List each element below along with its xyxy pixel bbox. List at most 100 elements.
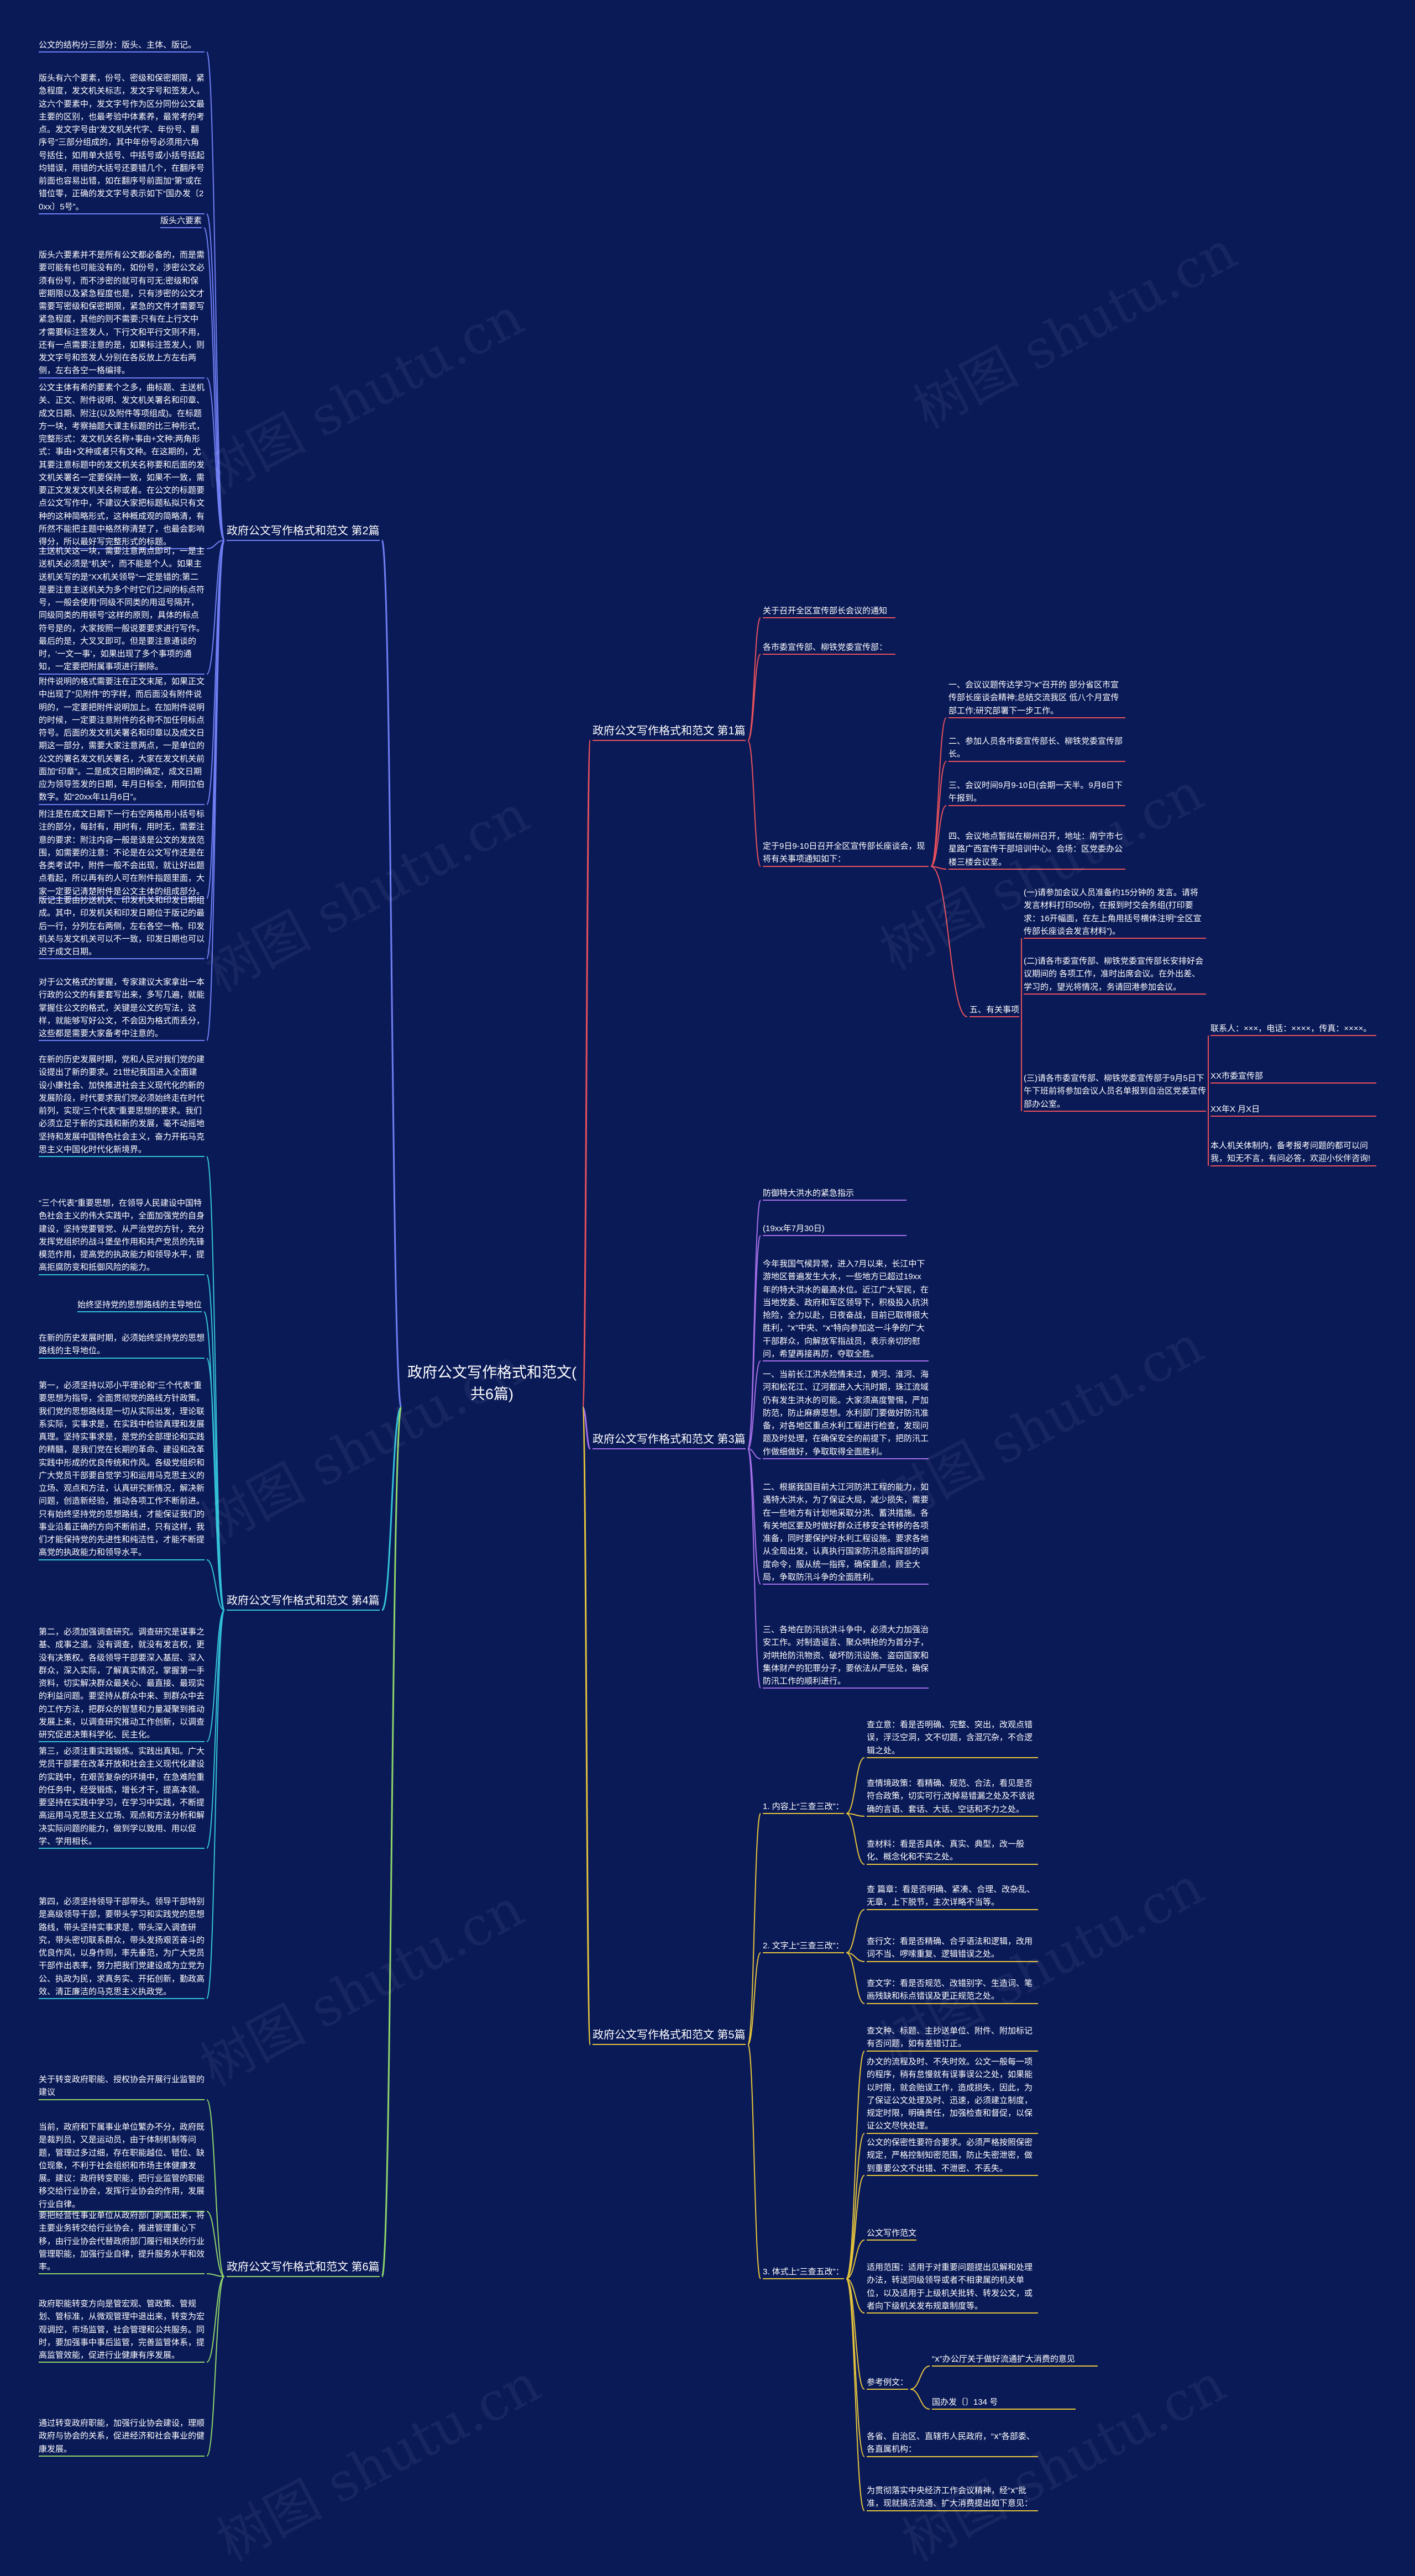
connector [930, 717, 947, 867]
leaf-topic[interactable]: 第一，必须坚持以邓小平理论和“三个代表”重要思想为指导，全面贯彻党的路线方针政策… [39, 1381, 205, 1558]
connector [930, 761, 947, 867]
connector [206, 540, 225, 549]
subtopic[interactable]: 1. 内容上“三查三改”： [763, 1802, 844, 1811]
leaf-topic[interactable]: XX年X 月X日 [1210, 1105, 1260, 1114]
leaf-topic[interactable]: 当前，政府和下属事业单位繁办不分，政府既是裁判员，又是运动员，由于体制机制等问题… [39, 2122, 205, 2209]
leaf-topic[interactable]: 版头有六个要素，份号、密级和保密期限，紧急程度，发文机关标志，发文字号和签发人。… [39, 73, 205, 212]
connector [581, 739, 591, 1408]
leaf-topic[interactable]: 查文种、标题、主抄送单位、附件、附加标记有否问题，如有差错订正。 [867, 2026, 1033, 2049]
leaf-topic[interactable]: 公文的结构分三部分：版头、主体、版记。 [39, 40, 197, 50]
leaf-topic[interactable]: 国办发〔〕134 号 [932, 2398, 998, 2407]
leaf-topic[interactable]: 三、各地在防汛抗洪斗争中，必须大力加强治安工作。对制造谣言、聚众哄抢的为首分子，… [763, 1625, 929, 1686]
connector [747, 1448, 761, 1585]
leaf-topic[interactable]: 第四，必须坚持领导干部带头。领导干部特别是高级领导干部，要带头学习和实践党的思想… [39, 1897, 205, 1996]
leaf-topic[interactable]: 版头六要素 [160, 216, 202, 225]
connector [206, 540, 225, 899]
branch-title[interactable]: 政府公文写作格式和范文 第1篇 [593, 725, 746, 737]
connector [206, 2211, 225, 2277]
branch-title[interactable]: 政府公文写作格式和范文 第6篇 [227, 2261, 380, 2273]
connector [846, 1757, 865, 1814]
leaf-topic[interactable]: 一、当前长江洪水险情未过，黄河、淮河、海河和松花江、辽河都进入大汛时期，珠江流域… [763, 1370, 929, 1457]
leaf-topic[interactable]: 办文的流程及时、不失时效。公文一般每一项的程序，稍有怠慢就有误事误公之处，如果能… [867, 2057, 1033, 2131]
subtopic[interactable]: 2. 文字上“三查三改”： [763, 1941, 844, 1951]
leaf-topic[interactable]: 公文的保密性要符合要求。必须严格按照保密规定，严格控制知密范围，防止失密泄密，做… [867, 2138, 1033, 2173]
connector [206, 2276, 225, 2457]
connector [846, 2278, 865, 2314]
root-topic[interactable]: 政府公文写作格式和范文( 共6篇) [407, 1364, 577, 1403]
connector [846, 2175, 865, 2279]
connector [846, 1909, 865, 1953]
leaf-topic[interactable]: 主送机关这一块，需要注意两点即可，一是主送机关必须是“机关”，而不能是个人。如果… [39, 546, 205, 672]
leaf-topic[interactable]: 二、参加人员各市委宣传部长、柳铁党委宣传部长。 [948, 737, 1123, 759]
leaf-topic[interactable]: (19xx年7月30日) [763, 1224, 825, 1233]
connector [910, 2389, 930, 2410]
branch-title[interactable]: 政府公文写作格式和范文 第2篇 [227, 525, 380, 537]
leaf-topic[interactable]: 公文写作范文 [867, 2228, 917, 2238]
leaf-topic[interactable]: 通过转变政府职能，加强行业协会建设，理顺政府与协会的关系，促进经济和社会事业的健… [39, 2419, 205, 2454]
leaf-topic[interactable]: 公文主体有希的要素个之多，曲标题、主送机关、正文、附件说明、发文机关署名和印章、… [39, 383, 205, 546]
connector [206, 540, 225, 675]
subtopic[interactable]: (三)请各市委宣传部、柳铁党委宣传部于9月5日下午下班前将参加会议人员名单报到自… [1024, 1074, 1207, 1109]
connector [206, 2276, 225, 2363]
subtopic[interactable]: 参考例文： [867, 2378, 909, 2387]
leaf-topic[interactable]: (二)请各市委宣传部、柳铁党委宣传部长安排好会议期间的 各项工作，准时出席会议。… [1024, 956, 1203, 992]
subtopic[interactable]: 3. 体式上“三查五改”： [763, 2267, 844, 2277]
leaf-topic[interactable]: (一)请参加会议人员准备约15分钟的 发言。请将发言材料打印50份，在报到时交会… [1024, 888, 1202, 936]
leaf-topic[interactable]: 二、根据我国目前大江河防洪工程的能力，如遇特大洪水，为了保证大局，减少损失，需要… [763, 1482, 929, 1582]
leaf-topic[interactable]: XX市委宣传部 [1210, 1071, 1264, 1081]
leaf-topic[interactable]: 在新的历史发展时期，党和人民对我们党的建设提出了新的要求。21世纪我国进入全面建… [39, 1055, 205, 1154]
leaf-topic[interactable]: 在新的历史发展时期，必须始终坚持党的思想路线的主导地位。 [39, 1333, 205, 1356]
connector [206, 377, 225, 541]
leaf-topic[interactable]: 查情境政策：看精确、规范、合法，看见是否符合政策，切实可行;改掉易错漏之处及不该… [867, 1779, 1035, 1814]
connector [206, 1559, 225, 1611]
leaf-topic[interactable]: 查行文：看是否精确、合乎语法和逻辑，改用词不当、啰嗦重复、逻辑错误之处。 [867, 1937, 1033, 1959]
leaf-topic[interactable]: 查材料：看是否具体、真实、典型，改一般化、概念化和不实之处。 [867, 1839, 1025, 1862]
leaf-topic[interactable]: 附注是在成文日期下一行右空两格用小括号标注的部分，每封有，用时有，用时无，需要注… [39, 809, 205, 896]
connector [747, 1952, 761, 2045]
leaf-topic[interactable]: 各省、自治区、直辖市人民政府，“ⅹ”各部委、各直属机构： [867, 2432, 1035, 2454]
connector [930, 805, 947, 867]
leaf-topic[interactable]: 防御特大洪水的紧急指示 [763, 1189, 855, 1198]
branch-title[interactable]: 政府公文写作格式和范文 第3篇 [593, 1433, 746, 1445]
connector [206, 540, 225, 1041]
leaf-topic[interactable]: 对于公文格式的掌握，专家建议大家拿出一本行政的公文的有要套写出来，多写几遍，就能… [39, 977, 205, 1038]
leaf-topic[interactable]: 适用范围：适用于对重要问题提出见解和处理办法，转送同级领导或者不相隶属的机关单位… [867, 2263, 1033, 2311]
leaf-topic[interactable]: 各市委宣传部、柳铁党委宣传部： [763, 643, 888, 652]
leaf-topic[interactable]: 关于转变政府职能、授权协会开展行业监管的建议 [39, 2075, 205, 2097]
leaf-topic[interactable]: 查立意：看是否明确、完整、突出，改观点错误，浮泛空洞，文不切题，含混冗杂，不合逻… [867, 1720, 1033, 1755]
leaf-topic[interactable]: “ⅹ”办公厅关于做好流通扩大消费的意见 [932, 2354, 1075, 2364]
leaf-topic[interactable]: 第三，必须注重实践锻炼。实践出真知。广大党员干部要在改革开放和社会主义现代化建设… [39, 1747, 205, 1846]
connector [203, 227, 225, 541]
connector [206, 1610, 225, 1742]
connector [846, 2239, 865, 2279]
leaf-topic[interactable]: 一、会议议题传达学习“ⅹ”召开的 部分省区市宣传部长座谈会精神;总结交流我区 低… [948, 680, 1119, 716]
leaf-topic[interactable]: 今年我国气候异常，进入7月以来，长江中下游地区普遍发生大水，一些地方已超过19x… [763, 1259, 929, 1359]
leaf-topic[interactable]: 版头六要素并不是所有公文都必备的，而是需要可能有也可能没有的，如份号，涉密公文必… [39, 250, 205, 376]
connector [206, 2099, 225, 2277]
leaf-topic[interactable]: 要把经营性事业单位从政府部门剥离出来，将主要业务转交给行业协会，推进管理重心下移… [39, 2211, 205, 2272]
leaf-topic[interactable]: 始终坚持党的思想路线的主导地位 [77, 1300, 202, 1310]
leaf-topic[interactable]: 查文字：看是否规范、改错别字、生造词、笔画残缺和标点错误及更正规范之处。 [867, 1979, 1033, 2001]
connector [381, 1406, 402, 1611]
connector [910, 2365, 930, 2390]
leaf-topic[interactable]: 关于召开全区宣传部长会议的通知 [763, 606, 888, 616]
branch-title[interactable]: 政府公文写作格式和范文 第5篇 [593, 2029, 746, 2041]
subtopic[interactable]: 定于9日9-10日召开全区宣传部长座谈会，现将有关事项通知如下： [763, 842, 925, 864]
leaf-topic[interactable]: 附件说明的格式需要注在正文末尾，如果正文中出现了“见附件”的字样，而后面没有附件… [39, 677, 205, 802]
connector [747, 1813, 761, 2045]
leaf-topic[interactable]: 本人机关体制内，备考报考问题的都可以问我，知无不言，有问必答，欢迎小伙伴咨询! [1210, 1141, 1371, 1164]
leaf-topic[interactable]: 联系人：×××，电话：××××，传真：××××。 [1210, 1024, 1372, 1033]
branch-title[interactable]: 政府公文写作格式和范文 第4篇 [227, 1595, 380, 1607]
leaf-topic[interactable]: 查 篇章：看是否明确、紧凑、合理、改杂乱、无章，上下脱节，主次详略不当等。 [867, 1885, 1035, 1907]
connector [747, 1448, 761, 1459]
leaf-topic[interactable]: “三个代表”重要思想，在领导人民建设中国特色社会主义的伟大实践中，全面加强党的自… [39, 1198, 205, 1273]
connector [747, 1235, 761, 1449]
leaf-topic[interactable]: 政府职能转变方向是管宏观、管政策、管规划、管标准，从微观管理中退出来，转变为宏观… [39, 2299, 205, 2360]
subtopic[interactable]: 五、有关事项 [969, 1005, 1020, 1014]
leaf-topic[interactable]: 版记主要由抄送机关、印发机关和印发日期组成。其中，印发机关和印发日期位于版记的最… [39, 896, 205, 956]
leaf-topic[interactable]: 第二，必须加强调查研究。调查研究是谋事之基、成事之道。没有调查，就没有发言权，更… [39, 1627, 205, 1739]
leaf-topic[interactable]: 三、会议时间9月9-10日(会期一天半。9月8日下午报到。 [948, 781, 1123, 803]
leaf-topic[interactable]: 四、会议地点暂拟在柳州召开，地址：南宁市七星路广西宣传干部培训中心。会场：区党委… [948, 832, 1123, 867]
leaf-topic[interactable]: 为贯彻落实中央经济工作会议精神，经“ⅹ”批准，现就搞活流通、扩大消费提出如下意见… [867, 2486, 1033, 2509]
